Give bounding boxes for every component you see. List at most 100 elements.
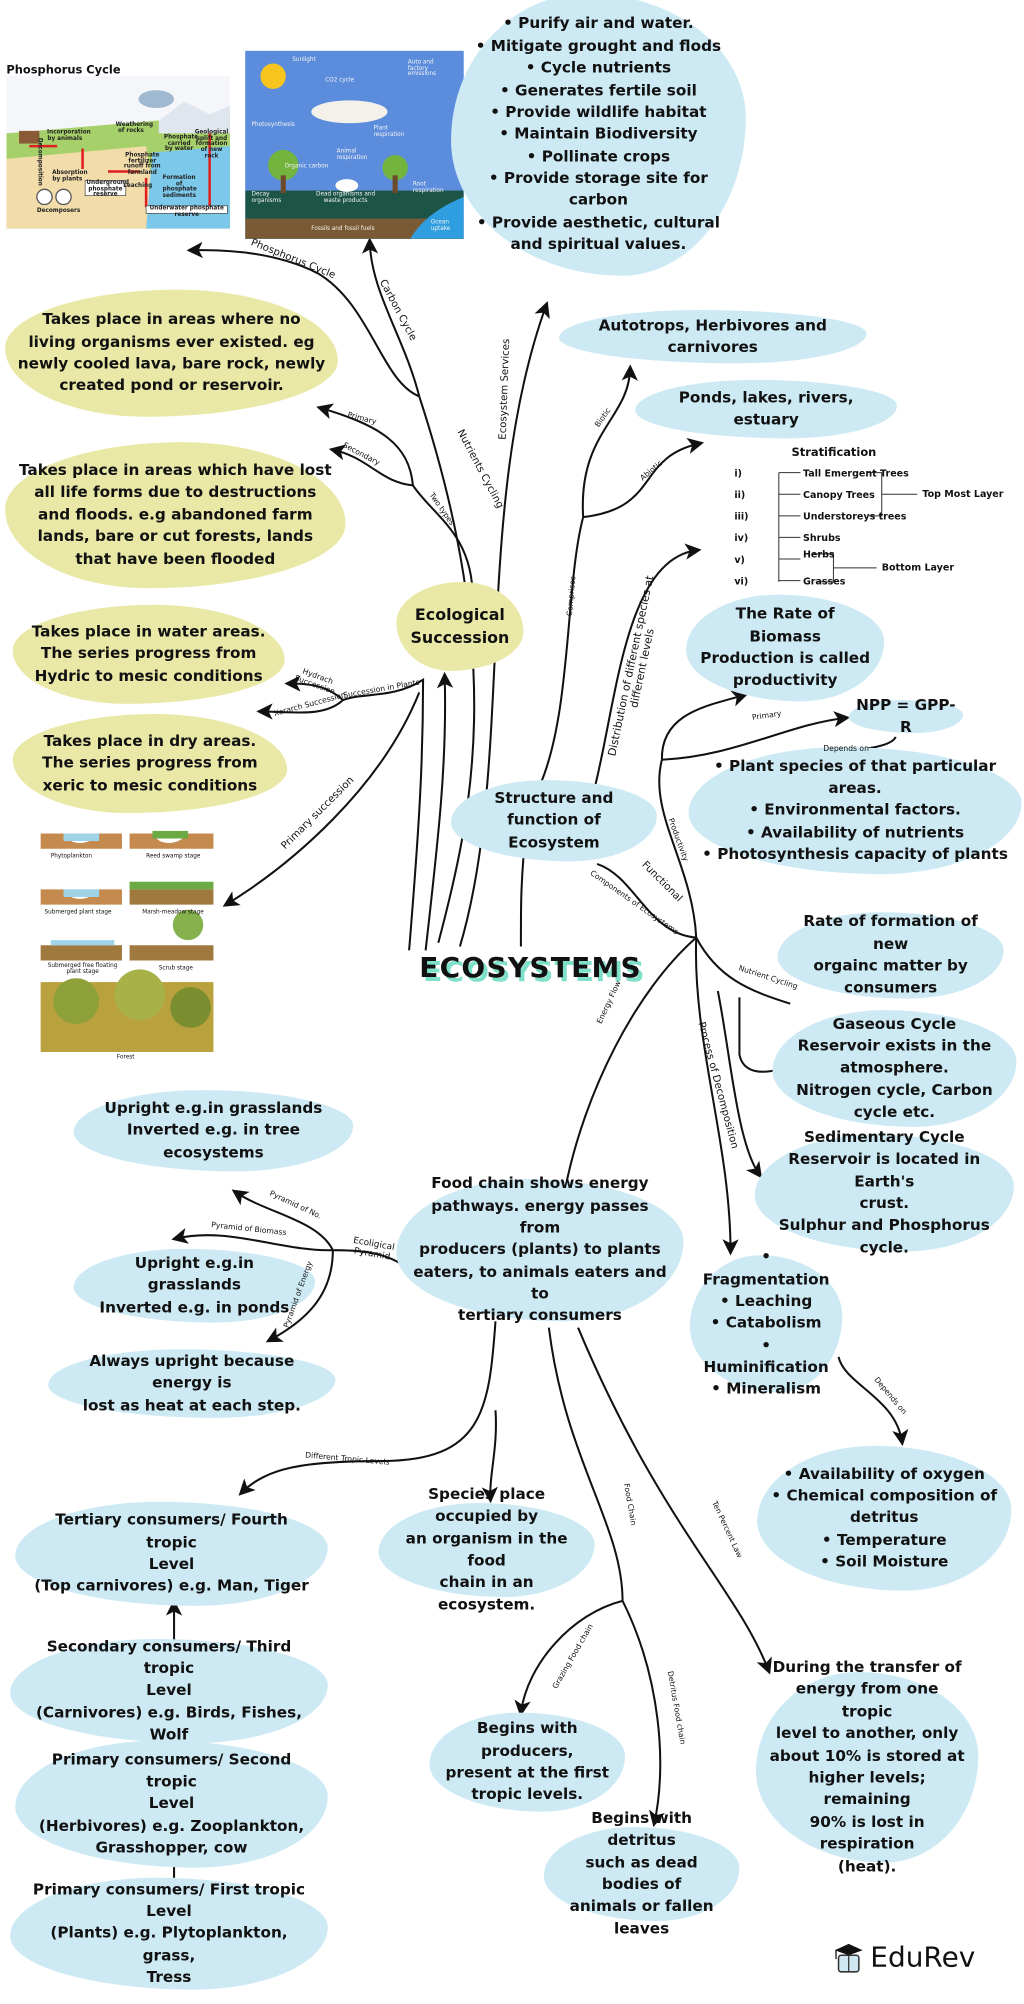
strat-num-4: iv) xyxy=(734,532,749,544)
line-ten-percent xyxy=(577,1327,772,1675)
strat-num-3: iii) xyxy=(734,510,749,523)
logo-text: EduRev xyxy=(870,1941,976,1974)
pyramid-of-biomass-bubble: Upright e.g.in grasslands Inverted e.g. … xyxy=(73,1248,316,1323)
carbon-label-photosynthesis: Photosynthesis xyxy=(251,121,295,129)
succession-label-reed-swamp: Reed swamp stage xyxy=(146,853,201,861)
label-depends-on-npp: Depends on xyxy=(823,744,869,754)
carbon-label-animal-respiration: Animal respiration xyxy=(336,148,368,161)
succession-label-scrub: Scrub stage xyxy=(158,965,193,972)
phosphorus-label-weathering: Weathering of rocks xyxy=(115,121,154,135)
bottom-layer-label: Bottom Layer xyxy=(881,561,955,573)
succession-stages-image: Phytoplankton Reed swamp stage Submerged… xyxy=(38,823,216,1064)
line-secondary xyxy=(328,444,413,487)
line-two-types xyxy=(412,484,474,598)
line-pyramid-no xyxy=(231,1189,334,1251)
strat-layer-6: Grasses xyxy=(802,575,846,587)
pyramid-of-number-bubble: Upright e.g.in grasslands Inverted e.g. … xyxy=(73,1090,354,1172)
tertiary-consumers-bubble: Tertiary consumers/ Fourth tropic Level … xyxy=(15,1501,328,1606)
secondary-productivity-bubble: Rate of formation of new orgainc matter … xyxy=(777,912,1004,999)
carbon-label-emissions: Auto and factory emissions xyxy=(407,59,437,79)
hydrach-bubble: Takes place in water areas. The series p… xyxy=(12,604,285,704)
strat-layer-2: Canopy Trees xyxy=(802,489,875,501)
line-to-succession xyxy=(424,671,454,951)
phosphorus-cycle-title: Phosphorus Cycle xyxy=(6,64,121,78)
line-depends-decomp xyxy=(837,1356,909,1447)
carbon-label-fossils: Fossils and fossil fuels xyxy=(311,226,375,233)
edurev-logo: EduRev xyxy=(832,1941,975,1974)
line-nutrient-cycling xyxy=(695,937,791,1005)
line-pyramid-energy xyxy=(265,1250,334,1343)
line-productivity xyxy=(658,759,698,938)
strat-num-2: ii) xyxy=(734,489,746,501)
strat-layer-4: Shrubs xyxy=(802,532,841,544)
primary-succession-bubble: Takes place in areas where no living org… xyxy=(5,289,338,417)
abiotic-bubble: Ponds, lakes, rivers, estuary xyxy=(635,379,897,439)
graduation-cap-book-icon xyxy=(834,1943,863,1973)
phosphorus-label-underwater-reserve: Underwater phosphate reserve xyxy=(149,205,224,219)
productivity-bubble: The Rate of Biomass Production is called… xyxy=(686,594,885,702)
carbon-label-dead-organisms: Dead organisms and waste products xyxy=(316,191,376,205)
strat-layer-5: Herbs xyxy=(802,548,835,561)
carbon-label-organic-carbon: Organic carbon xyxy=(284,163,329,171)
line-niche xyxy=(481,1410,498,1504)
food-chain-node: Food chain shows energy pathways. energy… xyxy=(396,1174,684,1324)
secondary-consumers-bubble: Secondary consumers/ Third tropic Level … xyxy=(10,1637,328,1743)
sedimentary-cycle-bubble: Sedimentary Cycle Reservoir is located i… xyxy=(754,1128,1014,1256)
detritus-food-chain-bubble: Begins with detritus such as dead bodies… xyxy=(543,1809,740,1937)
ten-percent-law-bubble: During the transfer of energy from one t… xyxy=(755,1658,979,1875)
succession-label-submerged: Submerged plant stage xyxy=(44,909,112,917)
ecosystem-services-bubble: • Purify air and water. • Mitigate groug… xyxy=(451,0,746,276)
niche-bubble: Species place occupied by an organism in… xyxy=(378,1485,595,1613)
npp-bubble: NPP = GPP-R xyxy=(848,696,964,736)
phosphorus-label-decomposition: Decomposition xyxy=(35,137,43,186)
carbon-label-root-respiration: Root respiration xyxy=(412,181,444,195)
bottom-layer-bracket xyxy=(813,553,877,583)
succession-label-free-floating: Submerged free floating plant stage xyxy=(47,963,118,976)
line-ecological-pyramid xyxy=(332,1249,403,1266)
line-primary xyxy=(316,403,414,486)
line-grazing xyxy=(514,1599,623,1717)
pyramid-of-energy-bubble: Always upright because energy is lost as… xyxy=(48,1349,336,1418)
phosphorus-label-leaching: Leaching xyxy=(123,182,153,190)
central-title: ECOSYSTEMS xyxy=(419,952,642,985)
phosphorus-cycle-image: Phosphorus Cycle Incorporation by animal… xyxy=(6,57,230,229)
succession-label-phytoplankton: Phytoplankton xyxy=(50,853,93,861)
line-functional xyxy=(596,862,697,939)
phosphorus-label-underground-reserve: Underground phosphate reserve xyxy=(86,180,129,199)
line-xerarch xyxy=(256,699,344,720)
gaseous-cycle-bubble: Gaseous Cycle Reservoir exists in the at… xyxy=(772,1010,1017,1127)
line-abiotic xyxy=(583,438,705,519)
phosphorus-label-incorporation: Incorporation by animals xyxy=(47,129,91,142)
succession-stages-illustration xyxy=(40,830,214,1052)
line-tropic-levels xyxy=(238,1321,497,1496)
producers-bubble: Primary consumers/ First tropic Level (P… xyxy=(10,1877,328,1990)
strat-num-1: i) xyxy=(734,467,742,479)
decomposition-steps-bubble: • Fragmentation • Leaching • Catabolism … xyxy=(689,1248,843,1398)
carbon-label-ocean-uptake: Ocean uptake xyxy=(430,219,451,233)
line-nutrients-cycling xyxy=(418,396,476,943)
stratification-title: Stratification xyxy=(791,447,877,460)
succession-label-marsh-meadow: Marsh-meadow stage xyxy=(142,909,204,917)
strat-num-5: v) xyxy=(734,553,745,566)
xerarch-bubble: Takes place in dry areas. The series pro… xyxy=(12,714,288,814)
phosphorus-label-sediments: Formation of phosphate sediments xyxy=(162,175,197,200)
carbon-label-sunlight: Sunlight xyxy=(292,57,316,64)
strat-layer-3: Understoreys trees xyxy=(802,510,907,523)
carbon-label-plant-respiration: Plant respiration xyxy=(373,125,405,139)
strat-layer-1: Tall Emergent Trees xyxy=(802,467,909,479)
top-most-layer-label: Top Most Layer xyxy=(922,487,1004,500)
stratification-bracket xyxy=(778,472,801,582)
phosphorus-label-fertilizer-runoff: Phosphate fertilizer runoff from farmlan… xyxy=(123,152,161,177)
ecological-succession-node: Ecological Succession xyxy=(396,581,524,671)
grazing-food-chain-bubble: Begins with producers, present at the fi… xyxy=(429,1712,626,1812)
line-food-chain xyxy=(547,1327,624,1601)
strat-num-6: vi) xyxy=(734,575,749,587)
phosphorus-label-geological-uplift: Geological uplift and formation of new r… xyxy=(194,129,229,160)
line-pyramid-biomass xyxy=(171,1228,333,1252)
carbon-label-decay-organisms: Decay organisms xyxy=(251,191,282,205)
succession-label-forest: Forest xyxy=(116,1054,135,1061)
phosphorus-label-absorption: Absorption by plants xyxy=(52,170,88,183)
carbon-cycle-illustration xyxy=(245,63,464,239)
